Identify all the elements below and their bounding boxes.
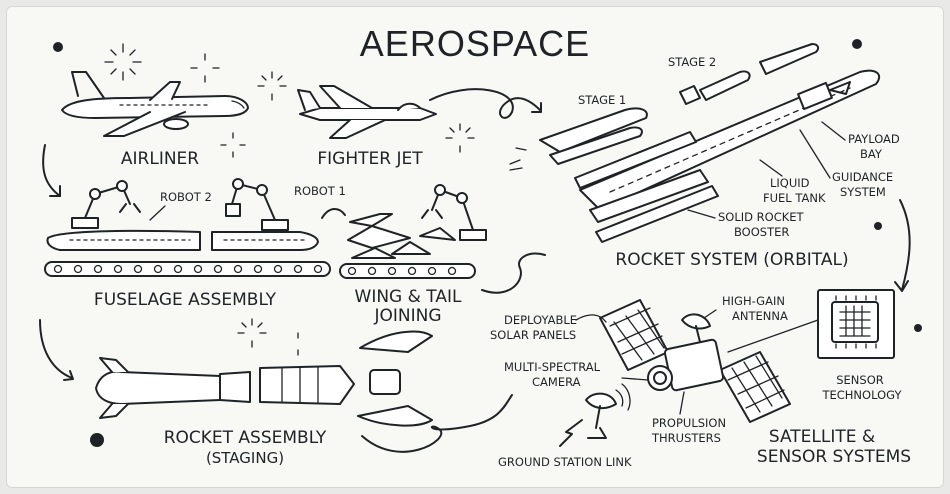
satellite-icon bbox=[599, 299, 791, 423]
flow-arrow bbox=[899, 199, 911, 291]
robot2-label: ROBOT 2 bbox=[160, 190, 212, 204]
wing-tail-icon bbox=[347, 213, 456, 259]
sensor-label-2: TECHNOLOGY bbox=[821, 388, 902, 402]
leader-line bbox=[149, 205, 166, 221]
chip-icon bbox=[817, 289, 895, 359]
robot-arm-icon bbox=[71, 178, 487, 241]
payload-label-2: BAY bbox=[860, 147, 883, 161]
rocket-assembly-icon bbox=[95, 330, 433, 427]
camera-label-1: MULTI-SPECTRAL bbox=[504, 360, 601, 374]
stage2-label: STAGE 2 bbox=[668, 55, 716, 69]
rocket-system-label: ROCKET SYSTEM (ORBITAL) bbox=[615, 250, 848, 270]
antenna-label-1: HIGH-GAIN bbox=[722, 294, 785, 308]
fighter-jet-label: FIGHTER JET bbox=[317, 149, 423, 169]
fuselage-assembly-label: FUSELAGE ASSEMBLY bbox=[94, 290, 277, 310]
antenna-label-2: ANTENNA bbox=[732, 309, 788, 323]
flow-arrow bbox=[361, 394, 513, 453]
satellite-label-1: SATELLITE & bbox=[769, 427, 875, 447]
payload-label-1: PAYLOAD bbox=[848, 132, 900, 146]
propulsion-label-1: PROPULSION bbox=[652, 416, 726, 430]
deployable-label-2: SOLAR PANELS bbox=[490, 328, 576, 342]
wing-tail-label-2: JOINING bbox=[373, 306, 441, 326]
liquid-label-1: LIQUID bbox=[770, 176, 810, 190]
fuselage-icon bbox=[46, 229, 319, 251]
airliner-label: AIRLINER bbox=[121, 149, 199, 169]
flow-arrow bbox=[42, 88, 542, 197]
sparkle-icon bbox=[104, 43, 475, 356]
rocket-assembly-label-2: (STAGING) bbox=[206, 449, 284, 467]
fighter-jet-icon bbox=[297, 85, 437, 139]
airliner-icon bbox=[61, 71, 249, 137]
robot1-label: ROBOT 1 bbox=[294, 184, 346, 198]
satellite-label-2: SENSOR SYSTEMS bbox=[757, 447, 911, 467]
wing-tail-label-1: WING & TAIL bbox=[355, 287, 462, 307]
arrowhead bbox=[894, 280, 909, 292]
propulsion-label-2: THRUSTERS bbox=[651, 431, 721, 445]
flow-arrow bbox=[481, 252, 546, 294]
liquid-label-2: FUEL TANK bbox=[763, 191, 826, 205]
flow-arrow bbox=[39, 319, 73, 379]
conveyor-icon bbox=[44, 261, 476, 279]
leader-line bbox=[575, 309, 819, 415]
rocket-icon bbox=[509, 43, 881, 243]
dish-icon bbox=[559, 383, 631, 447]
ground-station-label: GROUND STATION LINK bbox=[498, 455, 632, 469]
camera-label-2: CAMERA bbox=[532, 375, 581, 389]
solid-label-1: SOLID ROCKET bbox=[718, 210, 805, 224]
rocket-assembly-label-1: ROCKET ASSEMBLY bbox=[164, 428, 327, 448]
arrowhead bbox=[63, 370, 74, 381]
page-title: AEROSPACE bbox=[360, 23, 590, 64]
stage1-label: STAGE 1 bbox=[578, 93, 626, 107]
guidance-label-1: GUIDANCE bbox=[832, 170, 893, 184]
leader-line bbox=[687, 121, 846, 219]
guidance-label-2: SYSTEM bbox=[840, 185, 886, 199]
flow-arrow bbox=[321, 208, 346, 219]
ink-dot-icon bbox=[53, 39, 922, 447]
sensor-label-1: SENSOR bbox=[836, 373, 884, 387]
deployable-label-1: DEPLOYABLE bbox=[504, 313, 577, 327]
solid-label-2: BOOSTER bbox=[734, 225, 789, 239]
